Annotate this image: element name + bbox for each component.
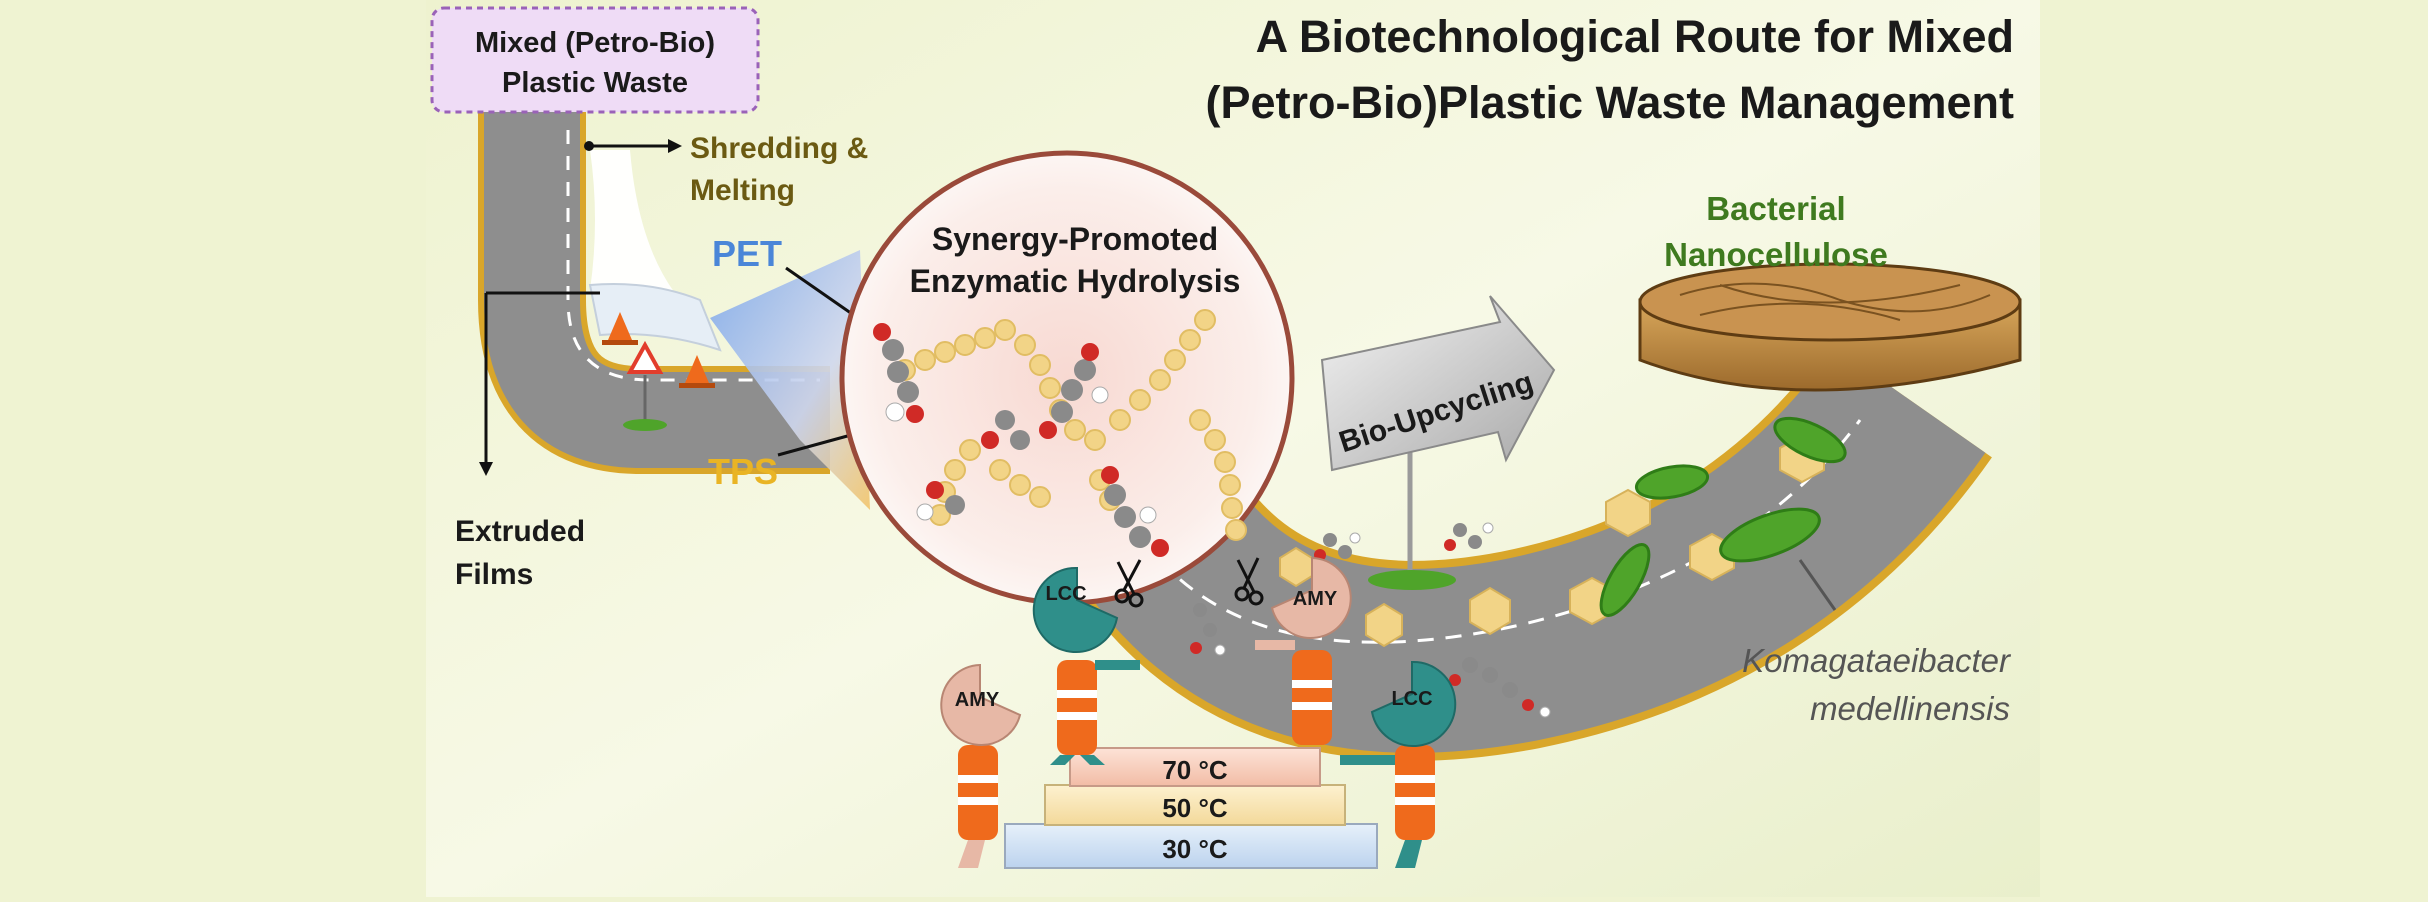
shredding-label: Shredding &: [690, 132, 868, 165]
zoom-title-line1: Synergy-Promoted: [932, 221, 1218, 257]
enzyme-worker-amy-left: AMY: [940, 663, 1022, 868]
molecule-icon: [1101, 466, 1169, 557]
organism-line2: medellinensis: [1810, 690, 2010, 727]
molecule-icon: [1039, 343, 1109, 439]
bacterium-icon: [1599, 416, 1847, 617]
hexagon-glucose-icon: [1279, 434, 1825, 648]
block-50: [1044, 784, 1346, 826]
enzyme-worker-lcc-right: LCC: [1340, 660, 1457, 868]
title-line2: (Petro-Bio)Plastic Waste Management: [1206, 77, 2014, 128]
amy-top-label: AMY: [1293, 588, 1338, 610]
pet-label: PET: [712, 233, 782, 274]
nanocellulose-block: [1638, 262, 2022, 392]
enzyme-worker-amy-top: AMY: [1255, 556, 1352, 745]
shredded-film: [590, 150, 700, 320]
zoom-cone: [710, 250, 870, 510]
zoom-circle: Synergy-Promoted Enzymatic Hydrolysis: [839, 150, 1295, 606]
enzyme-worker-lcc-top: LCC: [1032, 566, 1140, 765]
scissors-icon: [1234, 557, 1264, 606]
molecule-icon: [1449, 657, 1551, 718]
organism-pointer: [1798, 559, 1837, 611]
product-line2: Nanocellulose: [1664, 236, 1888, 273]
melting-label: Melting: [690, 174, 795, 207]
temperature-podium: 70 °C 50 °C 30 °C: [1004, 747, 1378, 869]
extruded-pointer: [479, 291, 600, 476]
traffic-cone-icon: [679, 355, 715, 388]
temp-70-label: 70 °C: [1162, 755, 1228, 785]
warning-triangle-icon: [626, 340, 664, 420]
shredding-pointer: [584, 139, 682, 153]
traffic-cone-icon: [602, 312, 638, 345]
temp-50-label: 50 °C: [1162, 793, 1228, 823]
grass-patch: [623, 419, 667, 431]
lcc-top-label: LCC: [1045, 583, 1086, 605]
molecule-icon: [1190, 603, 1226, 656]
molecule-icon: [916, 410, 1030, 521]
product-line1: Bacterial: [1706, 190, 1845, 227]
extruded-label: Extruded: [455, 515, 585, 548]
lcc-right-label: LCC: [1391, 688, 1432, 710]
amy-left-label: AMY: [955, 689, 1000, 711]
scissors-icon: [1114, 559, 1144, 608]
source-box-line2: Plastic Waste: [502, 67, 688, 99]
temp-30-label: 30 °C: [1162, 834, 1228, 864]
tps-label: TPS: [708, 451, 778, 492]
block-30: [1004, 823, 1378, 869]
block-70: [1069, 747, 1321, 787]
arrow-sign-icon: Bio-Upcycling: [1320, 295, 1556, 580]
title-line1: A Biotechnological Route for Mixed: [1256, 11, 2014, 62]
zoom-title-line2: Enzymatic Hydrolysis: [910, 263, 1241, 299]
source-box-line1: Mixed (Petro-Bio): [475, 27, 715, 59]
source-box: Mixed (Petro-Bio) Plastic Waste: [430, 6, 760, 114]
organism-line1: Komagataeibacter: [1742, 642, 2012, 679]
left-road: [478, 110, 830, 474]
grass-patch: [1368, 570, 1456, 590]
films-label: Films: [455, 558, 533, 591]
molecule-icon: [1444, 522, 1494, 551]
molecule-icon: [873, 323, 924, 423]
